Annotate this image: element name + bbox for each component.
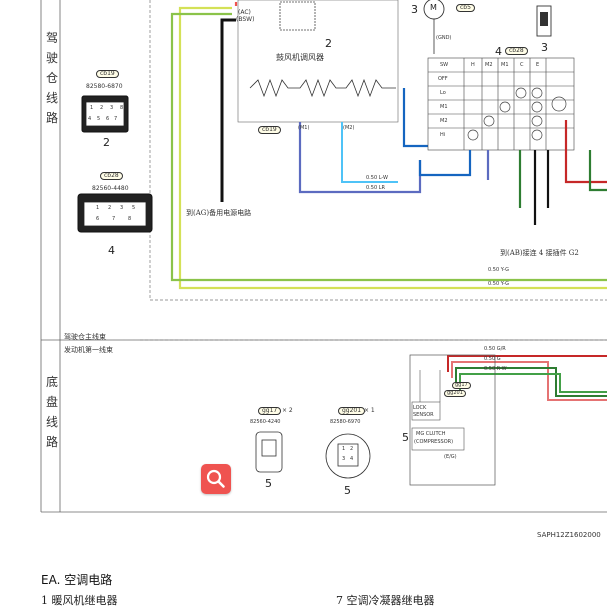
gg-tag-a: gg17 [452,382,471,389]
pin-cb28-6: 6 [96,216,100,222]
switch-row-m1: M1 [440,104,448,110]
pin-label-m2: (M2) [343,125,355,131]
wire-label-gr: 0.50 G/R [484,346,506,352]
connector-num-cb28: 4 [108,244,115,257]
mg-clutch-sub: (COMPRESSOR) [414,439,454,445]
pin-label-gnd: (GND) [436,35,452,41]
connector-num-gg17: 5 [265,477,272,490]
pin-cb28-5: 5 [132,205,136,211]
connector-part-cb19: 82580-6870 [86,83,123,90]
pin-cb19-2: 2 [100,105,104,111]
switch-header-h: H [471,62,475,68]
connector-part-cb28: 82560-4480 [92,185,129,192]
search-button[interactable] [201,464,231,494]
switch-header-m1: M1 [501,62,509,68]
relay-num: 3 [541,41,548,54]
blower-num: 2 [325,37,332,50]
pin-cb19-4: 4 [88,116,92,122]
pin-cb28-8: 8 [128,216,132,222]
lock-sensor-label: LOCK SENSOR [413,405,434,418]
switch-row-m2: M2 [440,118,448,124]
blower-title: 鼓风机调风器 [276,53,324,62]
connector-mult-gg201: × 1 [364,407,375,414]
pin-cb28-3: 3 [120,205,124,211]
wire-label-yg2: 0.50 Y-G [488,281,510,287]
motor-tag: cb5 [456,4,475,12]
pin-gg201-4: 4 [350,456,354,462]
connector-part-gg201: 82580-6970 [330,419,361,425]
pin-cb19-8: 8 [120,105,124,111]
connector-tag-gg201: gg201 [338,407,366,415]
gg-tag-b: gg201 [444,390,466,397]
wire-label-rw: 0.50 R-W [484,366,507,372]
side-label-cabin: 驾驶仓线路 [45,31,58,125]
switch-header-sw: SW [440,62,449,68]
pin-cb19-5: 5 [97,116,101,122]
switch-header-c: C [520,62,524,68]
pin-label-m1: (M1) [298,125,310,131]
switch-header-m2: M2 [485,62,493,68]
eg-label: (E/G) [444,454,457,460]
pin-label-ac: (AC) [238,9,251,16]
to-ag-label: 到(AG)备用电源电路 [186,209,252,217]
pin-cb28-7: 7 [112,216,116,222]
section-title: EA. 空调电路 [41,573,113,587]
pin-cb19-1: 1 [90,105,94,111]
wire-label-lw: 0.50 L-W [366,175,388,181]
pin-cb28-1: 1 [96,205,100,211]
wire-label-g: 0.50 G [484,356,501,362]
switch-row-hi: Hi [440,132,446,138]
switch-tag: cb28 [505,47,528,55]
footer-item-1: 1 暖风机继电器 [41,594,118,607]
mg-clutch-label: MG CLUTCH [416,431,446,437]
switch-row-off: OFF [438,76,448,82]
motor-num: 3 [411,3,418,16]
pin-cb19-6: 6 [106,116,110,122]
wire-label-yg1: 0.50 Y-G [488,267,510,273]
connector-tag-cb19: cb19 [96,70,119,78]
connector-part-gg17: 82560-4240 [250,419,281,425]
bundle-note-2: 发动机第一线束 [64,346,113,354]
pin-cb28-2: 2 [108,205,112,211]
motor-label: M [430,3,437,12]
switch-row-lo: Lo [440,90,446,96]
pin-gg201-1: 1 [342,446,346,452]
to-ab-label: 到(AB)接连 4 接插件 G2 [500,249,579,257]
pin-gg201-3: 3 [342,456,346,462]
search-icon [206,469,225,488]
connector-num-gg201: 5 [344,484,351,497]
pin-label-bsw: (BSW) [236,16,255,23]
side-label-chassis: 底盘线路 [45,375,58,449]
pin-cb19-3: 3 [110,105,114,111]
pin-gg201-2: 2 [350,446,354,452]
wire-label-lr: 0.50 LR [366,185,385,191]
footer-item-7: 7 空调冷凝器继电器 [336,594,435,607]
connector-tag-cb28: cb28 [100,172,123,180]
connector-num-cb19: 2 [103,136,110,149]
bundle-note-1: 驾驶仓主线束 [64,333,106,341]
connector-mult-gg17: × 2 [282,407,293,414]
switch-num: 4 [495,45,502,58]
connector-tag-gg17: gg17 [258,407,282,415]
image-code: SAPH12Z1602000 [537,531,601,539]
pin-cb19-7: 7 [114,116,118,122]
switch-header-e: E [536,62,540,68]
compressor-num: 5 [402,431,409,444]
blower-tag: cb19 [258,126,281,134]
